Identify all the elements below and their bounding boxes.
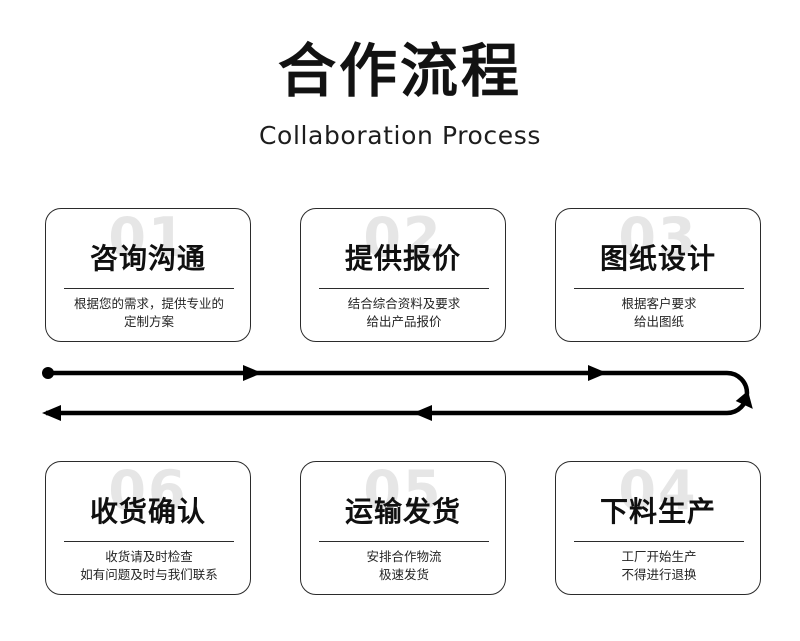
card-title: 提供报价 [344,242,461,275]
step-number-watermark: 02 [363,208,443,269]
card-inner: 01 咨询沟通 根据您的需求，提供专业的 定制方案 [46,209,250,341]
card-description-line-2: 给出图纸 [633,314,684,330]
card-description: 安排合作物流 极速发货 [307,548,501,584]
card-description-line-1: 收货请及时检查 [105,549,193,564]
card-description: 根据客户要求 给出图纸 [562,295,756,331]
arrowhead-left-2-icon [42,405,61,421]
process-flow-arrow [42,365,753,421]
arrow-start-dot [42,367,54,379]
card-divider [64,541,234,543]
card-description-line-1: 结合综合资料及要求 [347,296,461,311]
card-description-line-2: 极速发货 [378,567,429,583]
card-title: 咨询沟通 [89,242,206,275]
card-description-line-1: 安排合作物流 [366,549,442,564]
step-number-watermark: 06 [108,461,188,522]
card-description: 收货请及时检查 如有问题及时与我们联系 [52,548,246,584]
page-subtitle: Collaboration Process [259,120,541,150]
arrow-u-turn [726,370,750,416]
page-title: 合作流程 [277,37,522,105]
card-inner: 02 提供报价 结合综合资料及要求 给出产品报价 [301,209,505,341]
arrowhead-right-2-icon [588,365,607,381]
card-inner: 05 运输发货 安排合作物流 极速发货 [301,462,505,594]
card-description-line-2: 给出产品报价 [366,314,442,330]
page-header: 合作流程 Collaboration Process [0,38,800,150]
process-card-03[interactable]: 03 图纸设计 根据客户要求 给出图纸 [555,208,761,342]
card-description-line-2: 定制方案 [123,314,174,330]
process-card-04[interactable]: 04 下料生产 工厂开始生产 不得进行退换 [555,461,761,595]
card-divider [64,288,234,290]
card-title: 收货确认 [89,495,206,528]
card-inner: 04 下料生产 工厂开始生产 不得进行退换 [556,462,760,594]
card-description-line-1: 根据客户要求 [621,296,697,311]
card-description: 根据您的需求，提供专业的 定制方案 [52,295,246,331]
arrowhead-right-1-icon [243,365,262,381]
card-description: 结合综合资料及要求 给出产品报价 [307,295,501,331]
card-divider [574,288,744,290]
card-title: 图纸设计 [599,242,716,275]
card-description-line-1: 工厂开始生产 [621,549,697,564]
card-divider [319,541,489,543]
card-title: 运输发货 [344,495,461,528]
card-divider [574,541,744,543]
process-card-06[interactable]: 06 收货确认 收货请及时检查 如有问题及时与我们联系 [45,461,251,595]
step-number-watermark: 03 [618,208,698,269]
process-card-01[interactable]: 01 咨询沟通 根据您的需求，提供专业的 定制方案 [45,208,251,342]
card-description-line-2: 如有问题及时与我们联系 [80,567,218,583]
card-inner: 06 收货确认 收货请及时检查 如有问题及时与我们联系 [46,462,250,594]
card-description-line-1: 根据您的需求，提供专业的 [73,296,224,311]
card-description-line-2: 不得进行退换 [621,567,697,583]
card-title: 下料生产 [599,495,716,528]
process-card-02[interactable]: 02 提供报价 结合综合资料及要求 给出产品报价 [300,208,506,342]
arrowhead-left-1-icon [413,405,432,421]
card-inner: 03 图纸设计 根据客户要求 给出图纸 [556,209,760,341]
step-number-watermark: 01 [108,208,188,269]
card-divider [319,288,489,290]
card-description: 工厂开始生产 不得进行退换 [562,548,756,584]
step-number-watermark: 05 [363,461,443,522]
arrowhead-uturn-icon [735,390,753,409]
process-card-05[interactable]: 05 运输发货 安排合作物流 极速发货 [300,461,506,595]
step-number-watermark: 04 [618,461,698,522]
